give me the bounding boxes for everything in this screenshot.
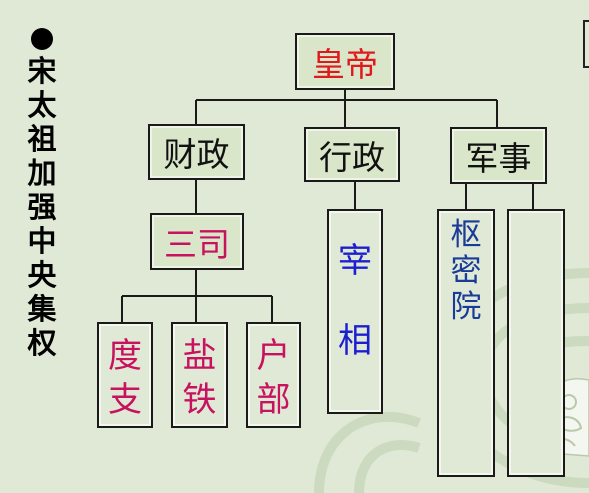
node-shumiyuan-char: 密: [450, 253, 482, 289]
node-yantie: 盐 铁: [171, 322, 228, 428]
node-duzhi-char: 度: [108, 336, 142, 376]
node-administration: 行政: [304, 127, 400, 182]
node-finance: 财政: [148, 124, 245, 180]
node-shumiyuan: 枢 密 院: [437, 209, 495, 477]
node-military: 军事: [450, 127, 547, 184]
node-military-empty: [507, 209, 565, 477]
title-char: 宋: [27, 54, 57, 88]
title-char: 太: [27, 88, 57, 122]
title-char: 央: [27, 258, 57, 292]
corner-bracket-mark: [583, 20, 589, 68]
node-zaixiang: 宰 相: [327, 209, 383, 414]
vertical-title: 宋 太 祖 加 强 中 央 集 权: [24, 28, 60, 360]
node-hubu: 户 部: [246, 322, 301, 428]
title-char: 集: [27, 292, 57, 326]
title-char: 强: [27, 190, 57, 224]
node-duzhi: 度 支: [97, 322, 153, 428]
title-bullet-icon: [31, 28, 53, 50]
node-emperor-label: 皇帝: [312, 44, 378, 84]
node-three-offices: 三司: [150, 213, 244, 270]
title-char: 中: [27, 224, 57, 258]
node-zaixiang-char: 宰: [338, 241, 372, 281]
node-yantie-char: 铁: [182, 380, 217, 420]
title-char: 祖: [27, 122, 57, 156]
title-char: 加: [27, 156, 57, 190]
node-military-label: 军事: [465, 138, 532, 178]
node-hubu-char: 户: [256, 336, 291, 376]
node-finance-label: 财政: [163, 135, 230, 174]
node-hubu-char: 部: [256, 380, 291, 420]
node-duzhi-char: 支: [108, 380, 142, 420]
node-shumiyuan-char: 枢: [450, 217, 482, 253]
node-shumiyuan-char: 院: [450, 289, 482, 325]
node-yantie-char: 盐: [182, 336, 217, 376]
node-administration-label: 行政: [319, 137, 385, 177]
node-three-offices-label: 三司: [164, 224, 230, 264]
node-emperor: 皇帝: [295, 33, 395, 90]
title-char: 权: [27, 326, 57, 360]
node-zaixiang-char: 相: [338, 321, 372, 361]
